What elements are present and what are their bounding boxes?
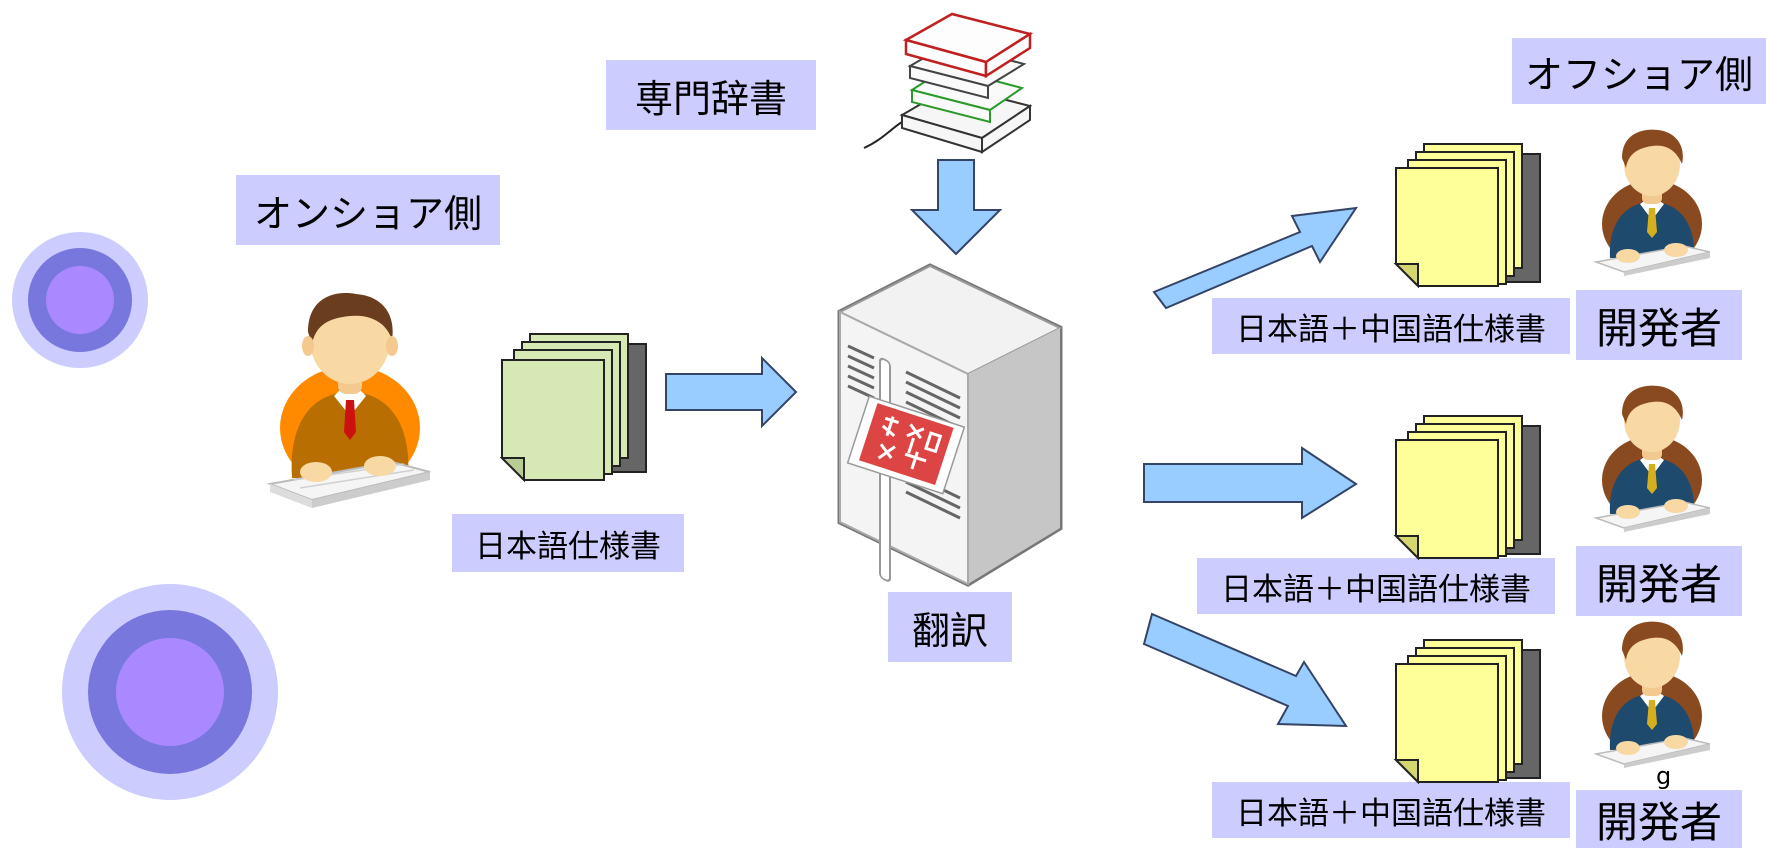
dictionary-label: 専門辞書: [606, 60, 816, 130]
document-stack-icon-green: [499, 333, 647, 483]
translation-server-icon: [837, 263, 1063, 587]
japanese-spec-label: 日本語仕様書: [452, 514, 684, 572]
offshore-label: オフショア側: [1512, 38, 1766, 104]
offshore-developer-icon-3: [1593, 621, 1711, 768]
developer-label-3: 開発者: [1576, 790, 1742, 848]
document-stack-icon-yellow-2: [1393, 415, 1541, 561]
flow-arrow-to-translation: [665, 355, 798, 429]
onshore-label: オンショア側: [236, 175, 500, 245]
offshore-developer-icon-1: [1593, 129, 1711, 276]
translation-label: 翻訳: [888, 592, 1012, 662]
books-icon: [863, 12, 1034, 154]
flow-arrow-offshore-3: [1142, 612, 1348, 728]
decorative-circle-large: [62, 584, 278, 800]
seal-stamp-icon: [846, 395, 966, 495]
developer-label-1: 開発者: [1576, 290, 1742, 360]
flow-arrow-offshore-2: [1143, 446, 1358, 520]
stray-character: g: [1656, 762, 1672, 790]
bilingual-spec-label-1: 日本語＋中国語仕様書: [1212, 298, 1570, 354]
decorative-circle-small: [12, 232, 148, 368]
document-stack-icon-yellow-1: [1393, 143, 1541, 289]
bilingual-spec-label-2: 日本語＋中国語仕様書: [1197, 558, 1555, 614]
offshore-developer-icon-2: [1593, 385, 1711, 532]
document-stack-icon-yellow-3: [1393, 639, 1541, 785]
developer-label-2: 開発者: [1576, 546, 1742, 616]
onshore-engineer-icon: [266, 293, 431, 508]
flow-arrow-offshore-1: [1152, 206, 1359, 310]
bilingual-spec-label-3: 日本語＋中国語仕様書: [1212, 782, 1570, 838]
flow-arrow-down: [909, 159, 1003, 256]
